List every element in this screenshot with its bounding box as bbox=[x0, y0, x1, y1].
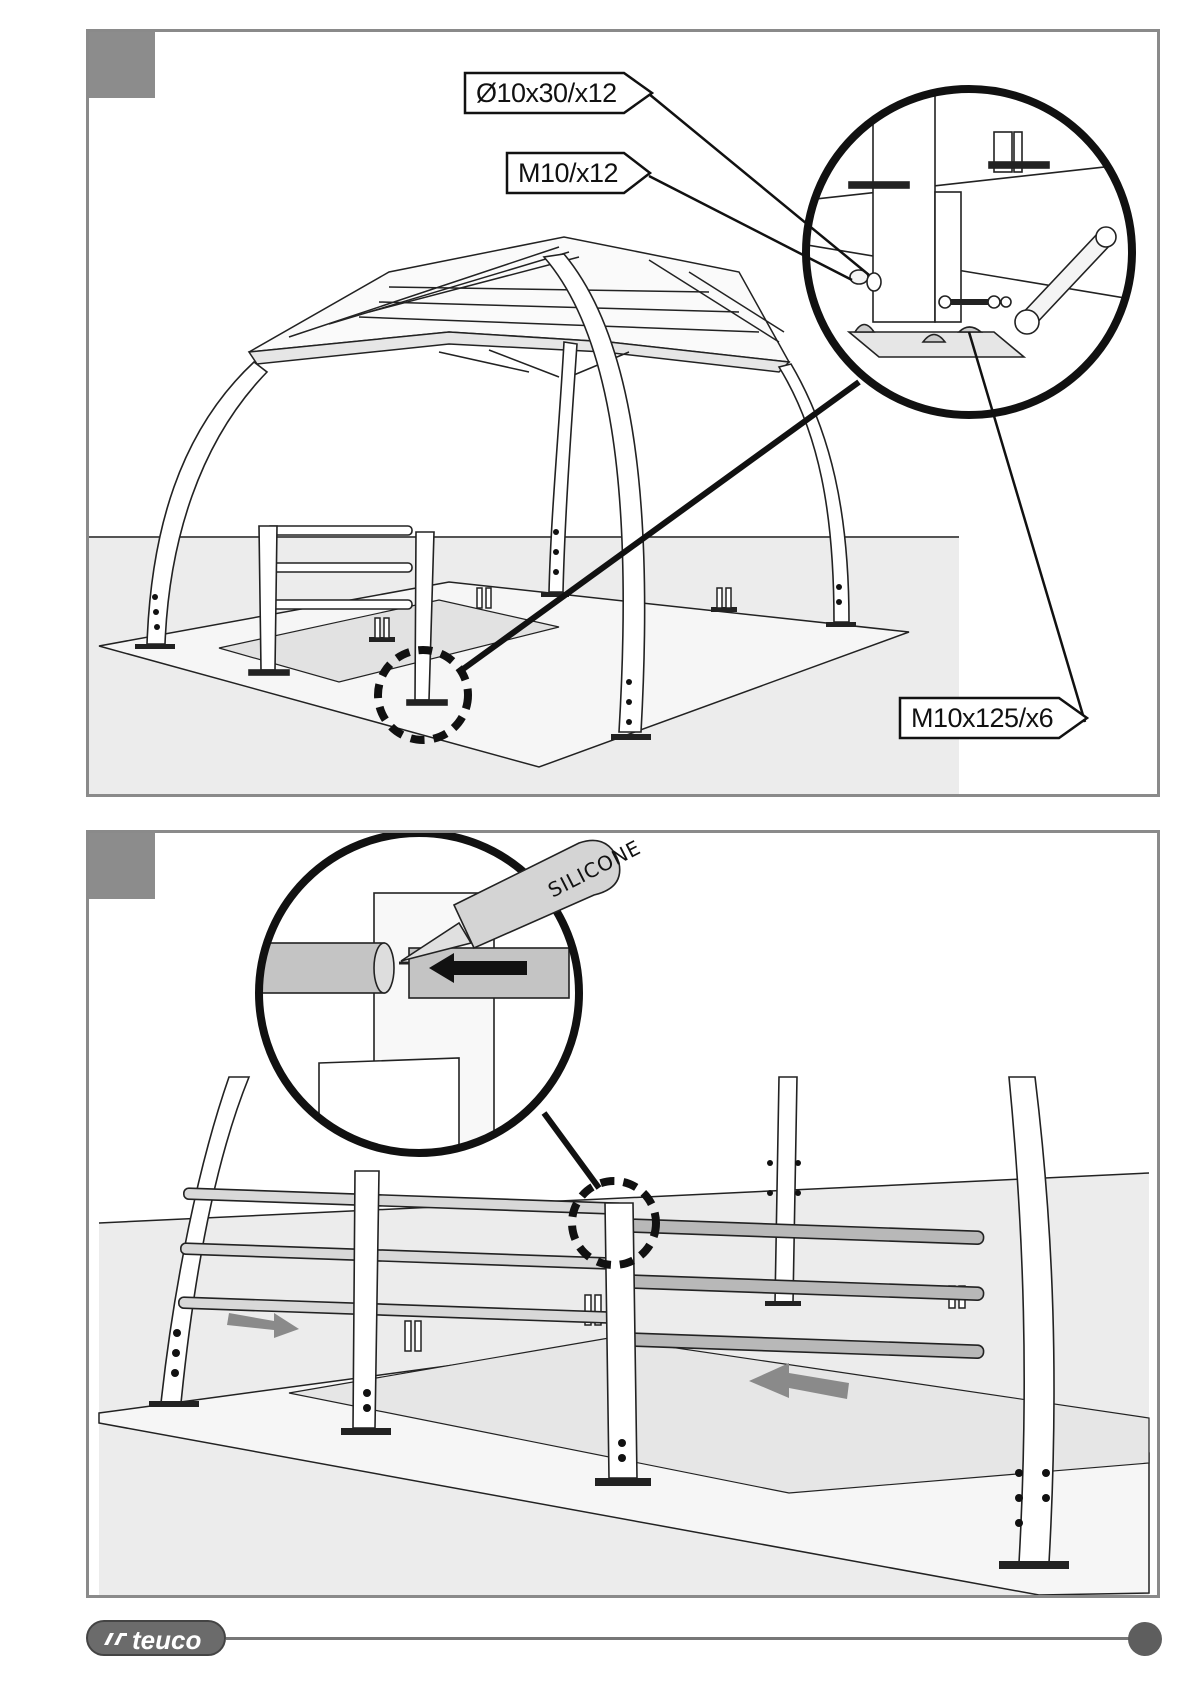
callout-nut-label: M10/x12 bbox=[518, 158, 618, 189]
callout-bolt: M10x125/x6 bbox=[899, 697, 1089, 739]
callout-nut: M10/x12 bbox=[506, 152, 652, 194]
brand-mark-icon bbox=[100, 1633, 128, 1645]
page-footer: teuco bbox=[0, 1612, 1192, 1672]
callout-washer-label: Ø10x30/x12 bbox=[476, 78, 617, 109]
magnified-detail-base-plate bbox=[789, 72, 1149, 415]
footer-rule bbox=[226, 1637, 1132, 1640]
teuco-logo: teuco bbox=[86, 1620, 226, 1656]
brand-name: teuco bbox=[132, 1625, 201, 1656]
page-marker-dot bbox=[1128, 1622, 1162, 1656]
callout-washer: Ø10x30/x12 bbox=[464, 72, 654, 114]
roof bbox=[249, 237, 789, 377]
gazebo-base-illustration bbox=[89, 32, 1157, 794]
callout-bolt-label: M10x125/x6 bbox=[911, 703, 1053, 734]
assembly-step-panel-2: SILICONE bbox=[86, 830, 1160, 1598]
railing-illustration bbox=[89, 833, 1157, 1595]
assembly-step-panel-1: Ø10x30/x12 M10/x12 M10x125/x6 bbox=[86, 29, 1160, 797]
